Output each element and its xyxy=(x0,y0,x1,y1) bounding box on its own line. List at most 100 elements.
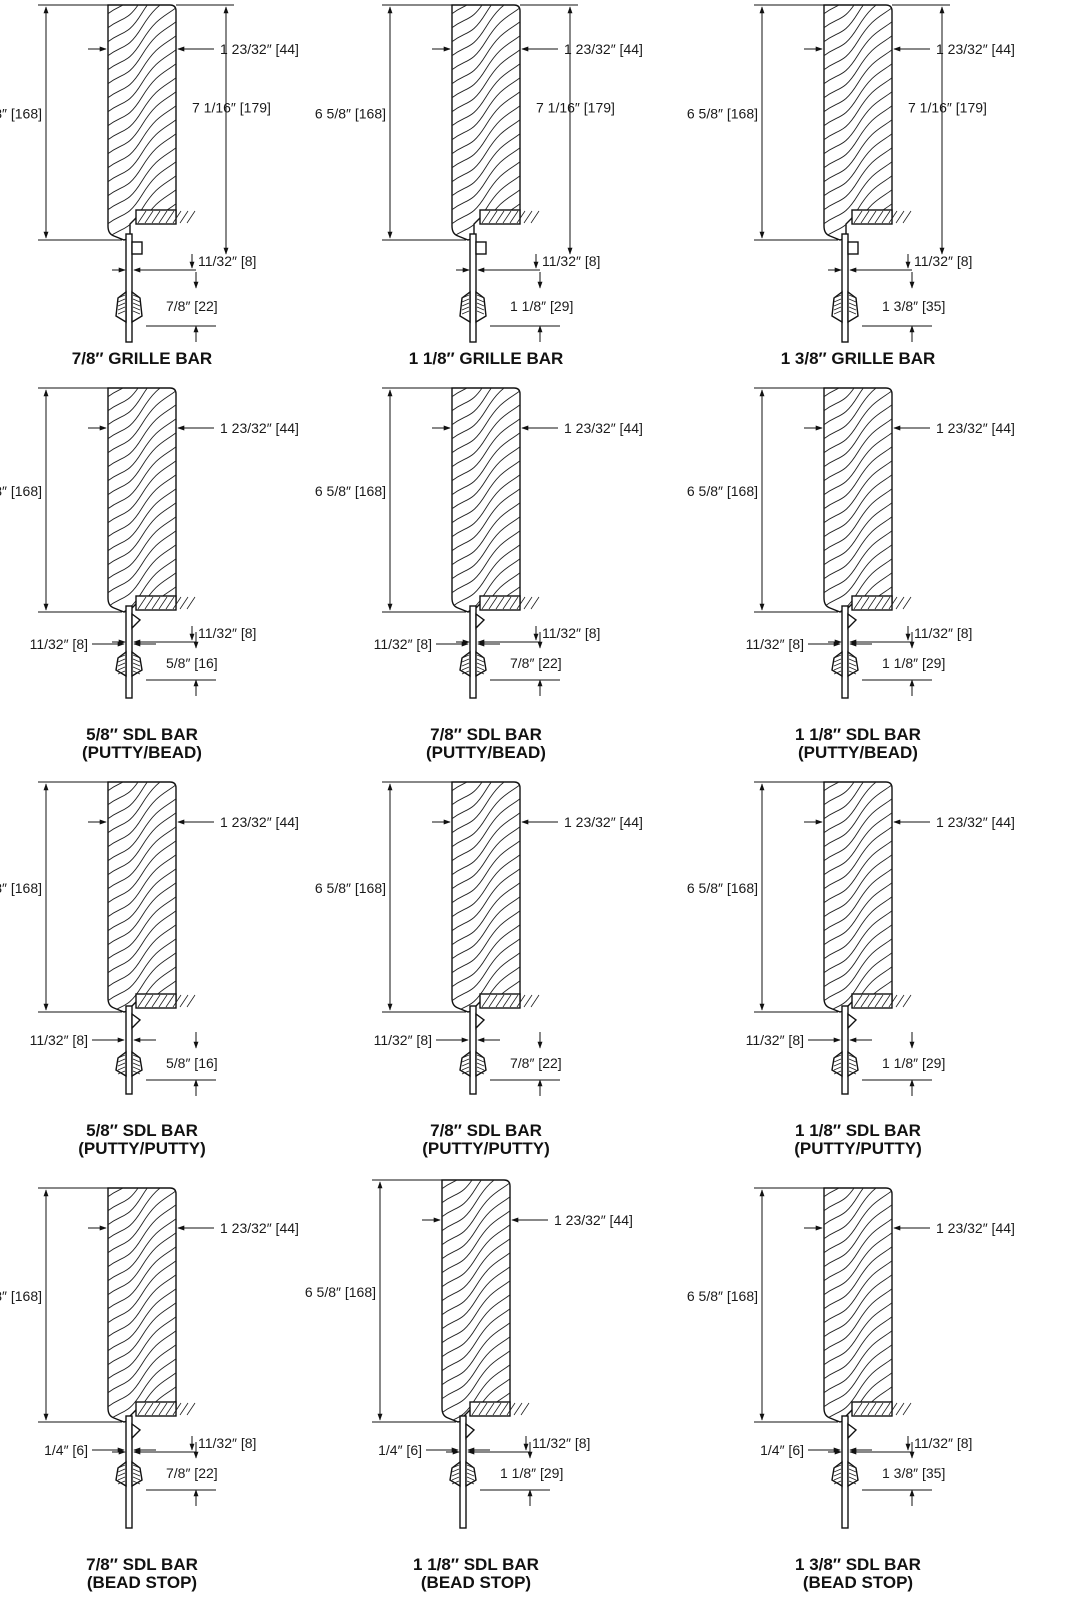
height-label: 6 5/8″ [168] xyxy=(0,1288,42,1304)
section-title-line-1: 1 1/8″ GRILLE BAR xyxy=(409,349,564,368)
height-label: 6 5/8″ [168] xyxy=(0,483,42,499)
stile-profile xyxy=(823,781,893,1013)
bar-dim-label: 1 1/8″ [29] xyxy=(882,1055,945,1071)
section-title-line-2: (PUTTY/BEAD) xyxy=(798,743,918,762)
section-3: 6 5/8″ [168]1 23/32″ [44]7 1/16″ [179]11… xyxy=(687,4,1015,368)
left-dim-label: 1/4″ [6] xyxy=(44,1442,88,1458)
section-8: 6 5/8″ [168]1 23/32″ [44]11/32″ [8]7/8″ … xyxy=(315,781,643,1158)
section-title-line-1: 1 1/8″ SDL BAR xyxy=(795,725,921,744)
offset-label: 11/32″ [8] xyxy=(198,625,256,641)
width-label: 1 23/32″ [44] xyxy=(220,1220,299,1236)
section-title-line-1: 1 3/8″ SDL BAR xyxy=(795,1555,921,1574)
bar-dim-label: 7/8″ [22] xyxy=(510,1055,562,1071)
width-label: 1 23/32″ [44] xyxy=(554,1212,633,1228)
section-title-line-2: (PUTTY/PUTTY) xyxy=(78,1139,206,1158)
glass-pane xyxy=(469,233,477,343)
offset-label: 11/32″ [8] xyxy=(914,625,972,641)
offset-label: 11/32″ [8] xyxy=(914,253,972,269)
section-9: 6 5/8″ [168] 1 23/32″ [44] 11/32″ [8] 1 1/8… xyxy=(687,781,1015,1158)
bar-profile xyxy=(459,1050,487,1078)
height-label: 6 5/8″ [168] xyxy=(315,106,386,122)
stile-profile xyxy=(451,781,521,1013)
width-label: 1 23/32″ [44] xyxy=(936,814,1015,830)
bar-dim-label: 5/8″ [16] xyxy=(166,655,218,671)
overall-label: 7 1/16″ [179] xyxy=(192,100,271,116)
bar-profile xyxy=(115,650,143,678)
overall-label: 7 1/16″ [179] xyxy=(908,100,987,116)
glazing-bead xyxy=(475,1012,486,1030)
section-title-line-2: (PUTTY/BEAD) xyxy=(426,743,546,762)
offset-label: 11/32″ [8] xyxy=(914,1435,972,1451)
offset-label: 11/32″ [8] xyxy=(542,625,600,641)
bar-profile xyxy=(115,290,143,324)
glass-pane xyxy=(125,1415,133,1529)
section-title-line-1: 1 1/8″ SDL BAR xyxy=(795,1121,921,1140)
bar-dim-label: 7/8″ [22] xyxy=(166,1465,218,1481)
stile-profile xyxy=(107,387,177,613)
height-label: 6 5/8″ [168] xyxy=(687,483,758,499)
glass-pane xyxy=(841,605,849,699)
left-dim-label: 11/32″ [8] xyxy=(374,1032,432,1048)
section-title-line-1: 5/8″ SDL BAR xyxy=(86,725,198,744)
width-label: 1 23/32″ [44] xyxy=(220,41,299,57)
glazing-bead xyxy=(131,612,142,630)
glass-pane xyxy=(841,1415,849,1529)
wood-grain-hatch xyxy=(108,1188,176,1422)
glass-pane xyxy=(125,1005,133,1095)
width-label: 1 23/32″ [44] xyxy=(936,1220,1015,1236)
left-dim-label: 11/32″ [8] xyxy=(374,636,432,652)
bar-dim-label: 7/8″ [22] xyxy=(166,298,218,314)
height-label: 6 5/8″ [168] xyxy=(687,880,758,896)
section-title-line-2: (BEAD STOP) xyxy=(421,1573,531,1592)
section-title-line-1: 1 1/8″ SDL BAR xyxy=(413,1555,539,1574)
wood-grain-hatch xyxy=(108,388,176,612)
section-title-line-2: (PUTTY/BEAD) xyxy=(82,743,202,762)
left-dim-label: 11/32″ [8] xyxy=(746,1032,804,1048)
height-label: 6 5/8″ [168] xyxy=(305,1284,376,1300)
section-10: 6 5/8″ [168] 1 23/32″ [44] 11/32″ [8] 1/4″ … xyxy=(0,1187,299,1592)
left-dim-label: 1/4″ [6] xyxy=(378,1442,422,1458)
height-label: 6 5/8″ [168] xyxy=(0,106,42,122)
glass-pane xyxy=(469,1005,477,1095)
bar-dim-label: 1 1/8″ [29] xyxy=(510,298,573,314)
grille-clip xyxy=(847,241,859,255)
glass-pane xyxy=(459,1415,467,1529)
height-label: 6 5/8″ [168] xyxy=(315,483,386,499)
bar-profile xyxy=(115,1460,143,1488)
grille-clip xyxy=(131,241,143,255)
left-dim-label: 11/32″ [8] xyxy=(30,1032,88,1048)
glazing-bead xyxy=(847,612,858,630)
wood-grain-hatch xyxy=(108,782,176,1012)
section-1: 6 5/8″ [168] 1 23/32″ [44] 7 1/16″ [179] 11… xyxy=(0,4,299,368)
height-label: 6 5/8″ [168] xyxy=(0,880,42,896)
glazing-bead xyxy=(475,612,486,630)
glass-pane xyxy=(841,233,849,343)
grille-clip xyxy=(475,241,487,255)
bar-profile xyxy=(115,1050,143,1078)
width-label: 1 23/32″ [44] xyxy=(936,420,1015,436)
section-title-line-2: (PUTTY/PUTTY) xyxy=(422,1139,550,1158)
width-label: 1 23/32″ [44] xyxy=(220,420,299,436)
section-4: 6 5/8″ [168] 1 23/32″ [44] 11/32″ [8] 11/32… xyxy=(0,387,299,762)
section-12: 6 5/8″ [168]1 23/32″ [44]11/32″ [8]1/4″ … xyxy=(687,1187,1015,1592)
stile-profile xyxy=(451,387,521,613)
offset-label: 11/32″ [8] xyxy=(198,253,256,269)
left-dim-label: 11/32″ [8] xyxy=(746,636,804,652)
bar-profile xyxy=(831,650,859,678)
offset-label: 11/32″ [8] xyxy=(198,1435,256,1451)
section-11: 6 5/8″ [168]1 23/32″ [44]11/32″ [8]1/4″ … xyxy=(305,1179,633,1592)
section-title-line-1: 5/8″ SDL BAR xyxy=(86,1121,198,1140)
bar-dim-label: 1 3/8″ [35] xyxy=(882,1465,945,1481)
glass-pane xyxy=(125,605,133,699)
overall-label: 7 1/16″ [179] xyxy=(536,100,615,116)
wood-grain-hatch xyxy=(108,5,176,240)
section-title-line-1: 1 3/8″ GRILLE BAR xyxy=(781,349,936,368)
left-dim-label: 11/32″ [8] xyxy=(30,636,88,652)
bar-dim-label: 1 3/8″ [35] xyxy=(882,298,945,314)
bar-profile xyxy=(449,1460,477,1488)
section-title-line-1: 7/8″ SDL BAR xyxy=(430,725,542,744)
glazing-bead xyxy=(847,1422,858,1440)
stile-profile xyxy=(823,387,893,613)
width-label: 1 23/32″ [44] xyxy=(564,41,643,57)
section-title-line-1: 7/8″ SDL BAR xyxy=(86,1555,198,1574)
